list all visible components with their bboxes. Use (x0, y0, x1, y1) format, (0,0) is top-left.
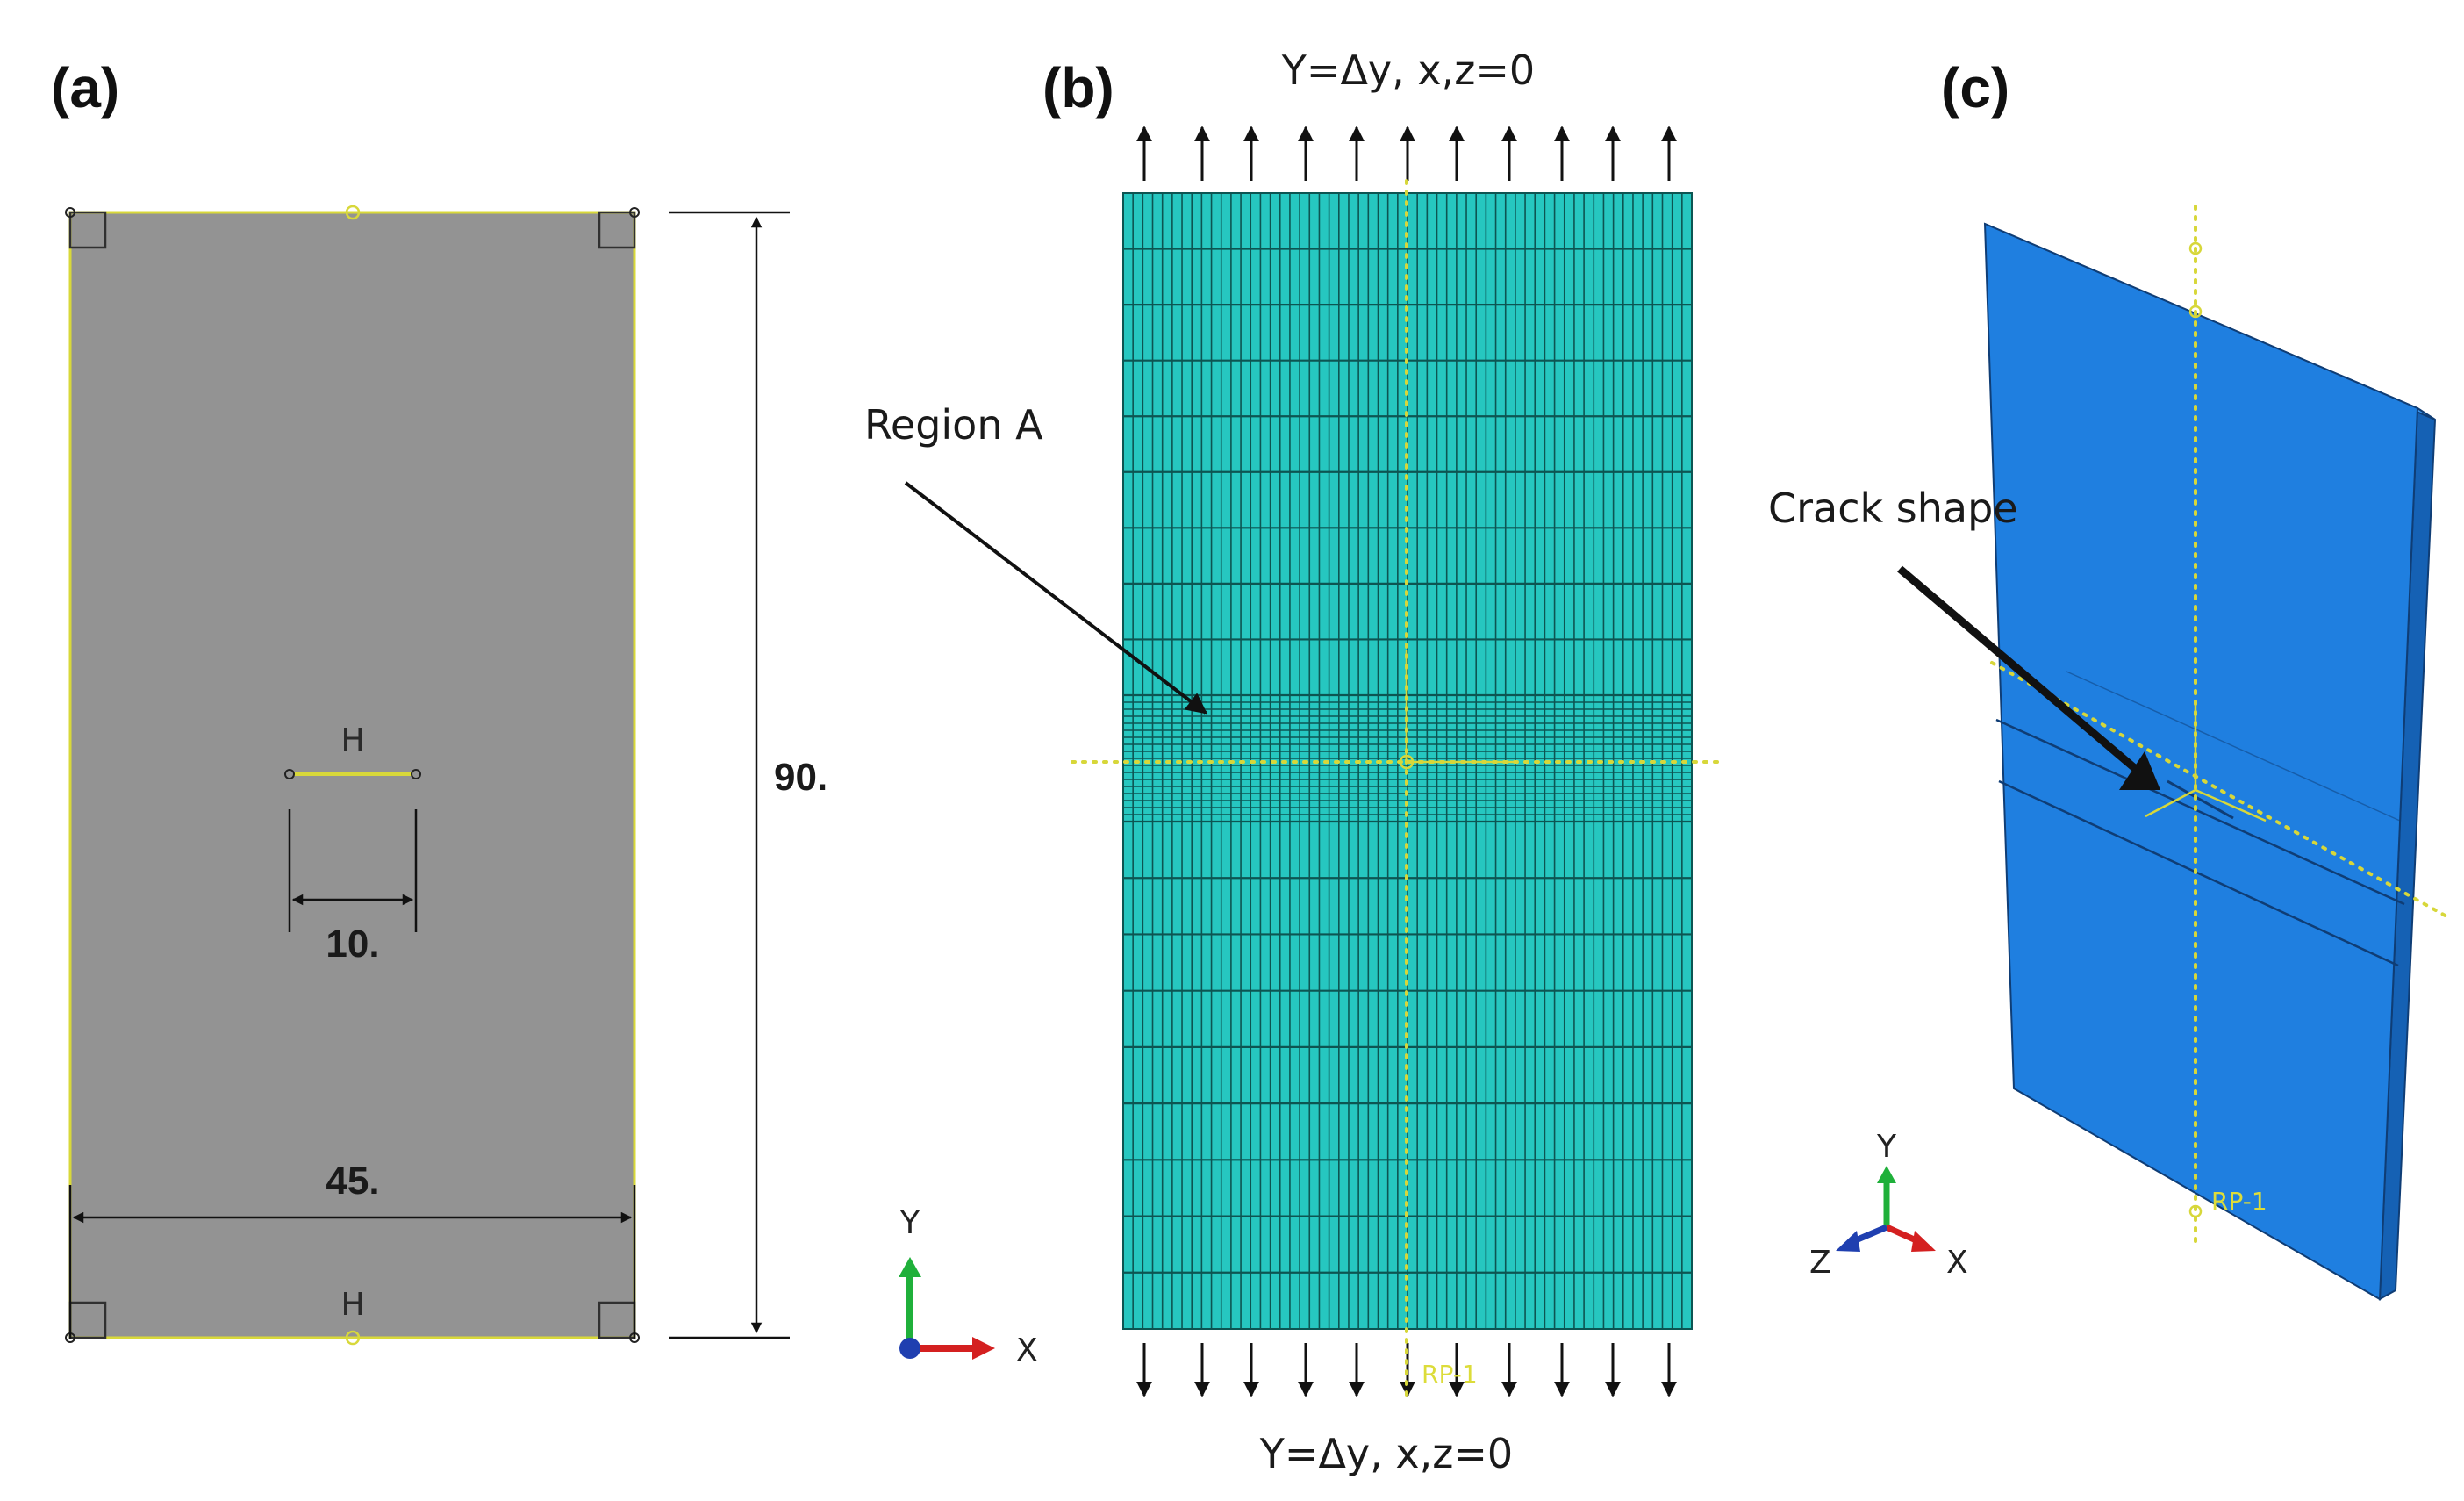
corner-square-top-left (68, 211, 107, 249)
region-a-label: Region A (864, 401, 1043, 449)
triad-c-z-label: Z (1809, 1245, 1831, 1281)
triad-y-label: Y (899, 1205, 920, 1241)
crack-end-right (411, 769, 421, 779)
axis-triad-b: Y X (899, 1205, 1038, 1368)
crack-dimension-value: 10. (326, 923, 379, 966)
datum-origin (1399, 754, 1415, 770)
panel-c: (c) RP-1 Crack shape (1768, 56, 2450, 1301)
top-load-arrows (1136, 126, 1677, 181)
panel-b-label: (b) (1042, 56, 1114, 119)
top-boundary-condition: Y=Δy, x,z=0 (1281, 47, 1535, 94)
datum-local-x-c (2195, 788, 2267, 822)
height-dimension-value: 90. (774, 756, 827, 799)
crack-surface-edge (2066, 671, 2401, 822)
height-dimension: 90. (669, 211, 827, 1339)
top-midpoint-marker (345, 205, 361, 220)
crack-shape-label: Crack shape (1768, 485, 2018, 532)
crack-horizontal-constraint-label: H (340, 722, 364, 758)
datum-axes-c (1990, 205, 2450, 1244)
datum-axes (1071, 179, 1723, 1397)
triad-x-arrowhead (972, 1337, 995, 1360)
bottom-horizontal-constraint-label: H (340, 1287, 364, 1323)
triad-c-y-arrowhead (1877, 1166, 1896, 1183)
triad-x-label: X (1016, 1332, 1038, 1368)
triad-c-x-arrowhead (1911, 1231, 1936, 1252)
datum-top-marker (2188, 241, 2203, 255)
crack-shape-arrowhead (2119, 751, 2160, 790)
triad-c-z-arrowhead (1836, 1231, 1860, 1252)
region-a-arrow (904, 481, 1207, 715)
panel-a: (a) H 10. (51, 56, 827, 1346)
datum-diagonal-c (1990, 661, 2450, 919)
plate-front-face (1983, 222, 2419, 1301)
panel-a-label: (a) (51, 56, 119, 119)
axis-triad-c: Y X Z (1809, 1129, 1968, 1281)
datum-local-z-c (2145, 788, 2196, 818)
panel-c-label: (c) (1941, 56, 2009, 119)
width-dimension-value: 45. (326, 1160, 379, 1203)
crack-edge (2167, 779, 2234, 820)
corner-square-top-right (598, 211, 636, 249)
partition-line-upper (1995, 718, 2405, 906)
width-dimension: 45. (68, 1160, 636, 1339)
reference-point-label: RP-1 (1422, 1360, 1478, 1389)
crack-shape-arrow-shaft (1897, 565, 2145, 779)
datum-bottom-marker (2188, 1204, 2203, 1218)
bottom-midpoint-marker (345, 1330, 361, 1346)
crack-end-left (284, 769, 295, 779)
crack-dimension: 10. (288, 809, 418, 966)
datum-top-marker-2 (2188, 305, 2203, 319)
panel-b: (b) Y=Δy, x,z=0 Y=Δy, x,z=0 RP-1 Region … (864, 47, 1723, 1477)
triad-c-y-label: Y (1876, 1129, 1897, 1165)
partition-line-lower (1998, 779, 2399, 967)
triad-y-arrowhead (899, 1257, 921, 1277)
bottom-load-arrows (1136, 1343, 1677, 1397)
reference-point-label-c: RP-1 (2211, 1187, 2267, 1216)
triad-c-x-label: X (1946, 1245, 1968, 1281)
bottom-boundary-condition: Y=Δy, x,z=0 (1259, 1430, 1513, 1477)
triad-z-axis (899, 1338, 920, 1359)
